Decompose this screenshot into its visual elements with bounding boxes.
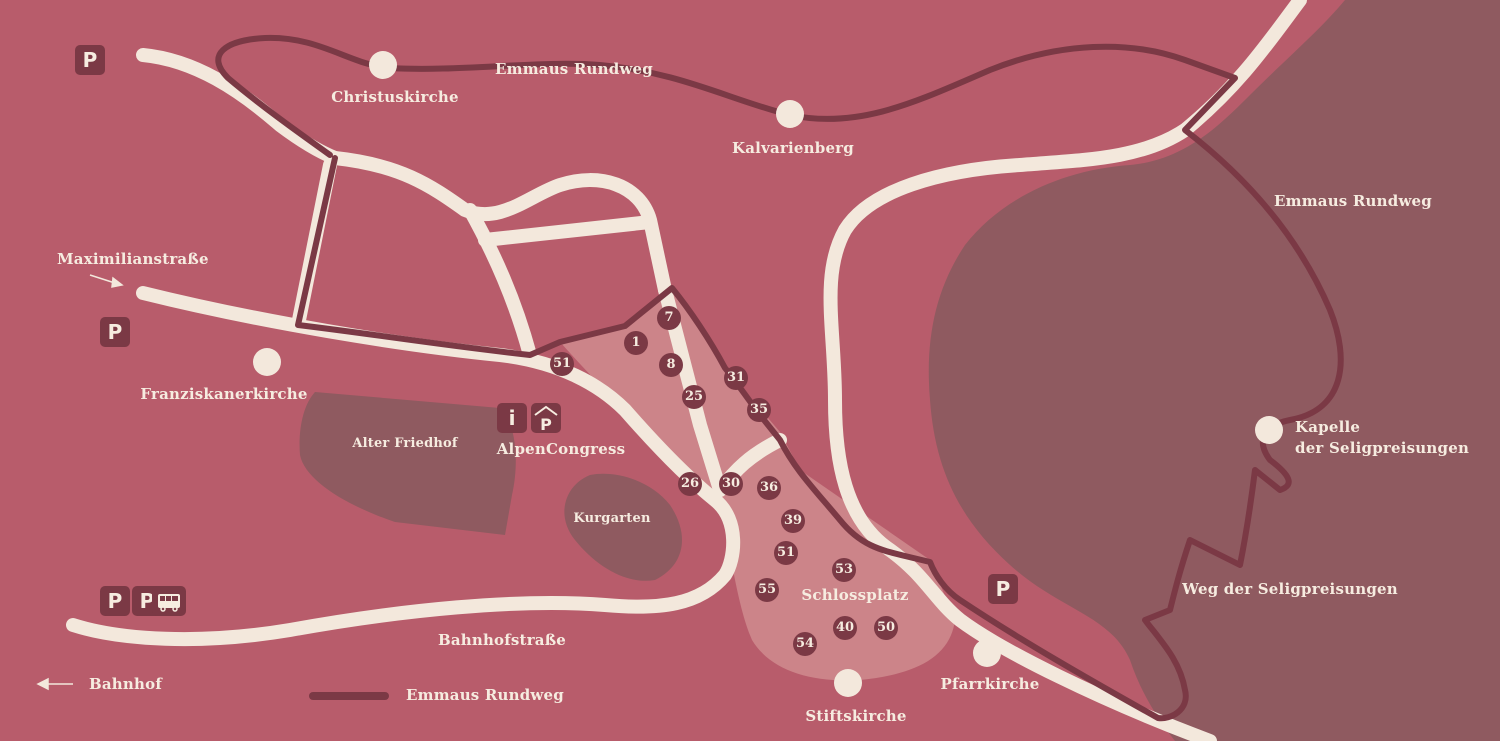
label-route-top: Emmaus Rundweg [495, 60, 653, 78]
label-christuskirche: Christuskirche [331, 88, 459, 106]
house-number: 30 [719, 472, 743, 496]
marker-kalvarienberg [776, 100, 804, 128]
parking-icon: P [75, 45, 105, 75]
house-number: 53 [832, 558, 856, 582]
house-number: 36 [757, 476, 781, 500]
emmaus-route [215, 34, 1344, 722]
covered-parking-letter: P [540, 415, 552, 433]
maximilian-arrow-head [111, 276, 124, 288]
alter-friedhof-area [299, 392, 516, 535]
label-pfarrkirche: Pfarrkirche [940, 675, 1040, 693]
house-number: 7 [657, 306, 681, 330]
marker-franziskanerkirche [253, 348, 281, 376]
covered-parking-icon: P [531, 403, 561, 433]
label-schlossplatz: Schlossplatz [801, 586, 909, 604]
label-kalvarienberg: Kalvarienberg [732, 139, 854, 157]
label-stiftskirche: Stiftskirche [805, 707, 907, 725]
info-icon: i [497, 403, 527, 433]
house-number: 1 [624, 331, 648, 355]
bahnhof-arrow-head [36, 677, 49, 691]
parking-icon: P [100, 317, 130, 347]
label-bahnhof: Bahnhof [89, 675, 162, 693]
hill-area [928, 0, 1500, 741]
house-number: 51 [774, 541, 798, 565]
label-kapelle-line2: der Seligpreisungen [1295, 439, 1470, 457]
label-franziskanerkirche: Franziskanerkirche [140, 385, 308, 403]
house-number: 31 [724, 366, 748, 390]
arrows [36, 274, 124, 691]
bus-icon-graphic [158, 594, 180, 612]
label-bahnhofstrasse: Bahnhofstraße [437, 631, 567, 649]
marker-kapelle [1255, 416, 1283, 444]
house-number: 50 [874, 616, 898, 640]
house-number: 40 [833, 616, 857, 640]
house-number: 26 [678, 472, 702, 496]
house-number: 51 [550, 352, 574, 376]
label-weg-seligpreisungen: Weg der Seligpreisungen [1182, 580, 1398, 598]
house-number: 8 [659, 353, 683, 377]
label-alter-friedhof: Alter Friedhof [352, 436, 458, 451]
house-number: 54 [793, 632, 817, 656]
marker-christuskirche [369, 51, 397, 79]
marker-pfarrkirche [973, 639, 1001, 667]
label-kapelle-line1: Kapelle [1295, 418, 1361, 436]
house-number: 55 [755, 578, 779, 602]
bus-icon [152, 586, 186, 616]
label-alpencongress: AlpenCongress [496, 440, 626, 458]
label-route-right: Emmaus Rundweg [1274, 192, 1432, 210]
label-maximilianstrasse: Maximilianstraße [57, 250, 209, 268]
house-number: 25 [682, 385, 706, 409]
kurgarten-area [564, 473, 682, 581]
covered-parking-graphic: P [534, 405, 558, 433]
marker-stiftskirche [834, 669, 862, 697]
house-number: 39 [781, 509, 805, 533]
parking-icon: P [988, 574, 1018, 604]
house-number: 35 [747, 398, 771, 422]
label-kurgarten: Kurgarten [573, 511, 651, 526]
place-markers [253, 51, 1283, 697]
legend-route-label: Emmaus Rundweg [406, 686, 564, 704]
parking-icon: P [100, 586, 130, 616]
